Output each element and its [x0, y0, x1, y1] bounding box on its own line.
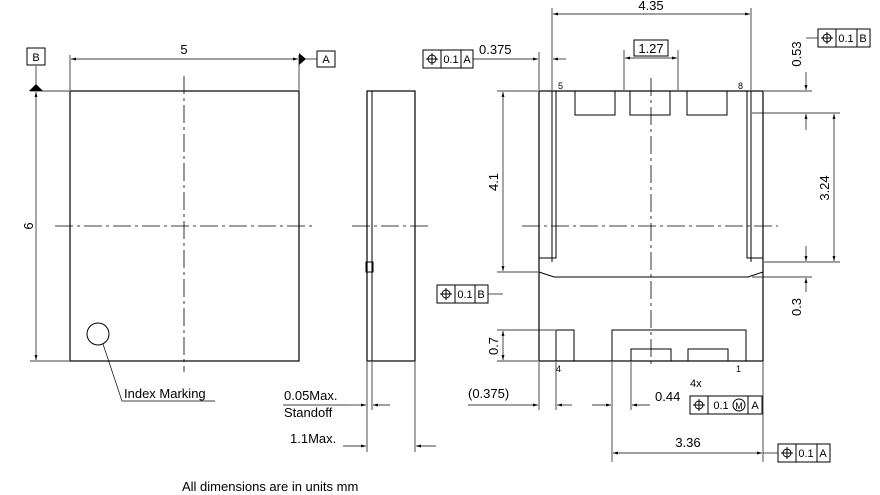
- dim-top-height: 6: [21, 222, 36, 229]
- dim-lead-length: 0.7: [486, 337, 501, 355]
- position-icon: [821, 32, 833, 44]
- datum-b-label: B: [32, 52, 39, 64]
- dim-standoff-label: Standoff: [284, 405, 333, 420]
- index-marking-leader: [102, 343, 123, 402]
- fcf-frame: [817, 28, 871, 48]
- dim-bottom-gap: 0.3: [789, 298, 804, 316]
- units-note: All dimensions are in units mm: [182, 479, 358, 494]
- datum-b-triangle: [29, 84, 43, 91]
- dim-standoff: 0.05Max.: [284, 388, 337, 403]
- pin-5: 5: [558, 81, 563, 91]
- dim-pitch: 1.27: [638, 41, 663, 56]
- dim-pad-span: 3.24: [817, 175, 832, 200]
- dim-lead-width: 0.44: [655, 389, 680, 404]
- fcf-bottom: 0.1 A: [777, 443, 831, 463]
- side-view: 0.05Max. Standoff 1.1Max.: [283, 90, 436, 452]
- fcf-datum: A: [751, 400, 759, 412]
- position-icon: [440, 288, 452, 300]
- mmc-modifier-circle: [732, 398, 746, 412]
- fcf-frame: [422, 49, 474, 69]
- dim-outer-span: 3.36: [675, 435, 700, 450]
- pin-8: 8: [738, 81, 743, 91]
- dim-edge-offset: 0.375: [479, 42, 512, 57]
- fcf-datum: A: [819, 448, 827, 460]
- dim-pad-height: 4.1: [486, 173, 501, 191]
- fcf-datum: A: [463, 54, 471, 66]
- fcf-lead: 4x 0.1 M A: [689, 378, 763, 415]
- fcf-frame: [777, 443, 831, 463]
- pad-tab: [629, 90, 671, 116]
- lead-frame-1-3: [611, 329, 747, 362]
- fcf-value: 0.1: [798, 448, 813, 460]
- datum-a-triangle: [299, 53, 306, 65]
- lead-opening: [687, 348, 729, 362]
- fcf-value: 0.1: [443, 54, 458, 66]
- fcf-datum: B: [859, 33, 866, 45]
- datum-a-label: A: [322, 54, 330, 66]
- position-icon: [693, 399, 705, 411]
- index-marking-label: Index Marking: [124, 386, 206, 401]
- dim-top-width: 5: [180, 42, 187, 57]
- fcf-top-left: 0.1 A: [422, 49, 474, 69]
- fcf-mid-left: 0.1 B: [436, 284, 503, 304]
- fcf-value: 0.1: [457, 289, 472, 301]
- position-icon: [781, 447, 793, 459]
- side-view-lead: [365, 261, 374, 273]
- pitch-basic-box: [633, 39, 669, 57]
- fcf-prefix: 4x: [690, 378, 702, 390]
- pin-1: 1: [736, 364, 741, 374]
- bottom-view: 5 8 4 1 4.35 1.27 0.375 0.53 3.24: [468, 0, 840, 462]
- fcf-datum: B: [477, 289, 484, 301]
- index-marking-circle: [86, 322, 110, 346]
- lead-4: [555, 329, 575, 362]
- pad-tab: [686, 90, 728, 116]
- dim-bottom-width: 4.35: [638, 0, 663, 13]
- dim-height: 1.1Max.: [290, 431, 336, 446]
- fcf-top-right: 0.1 B: [817, 28, 871, 48]
- datum-a-box: [316, 50, 336, 68]
- datum-b-box: [26, 47, 46, 66]
- top-view: Index Marking 5 A 6 B: [21, 42, 336, 402]
- fcf-frame: [689, 395, 763, 415]
- pin-4: 4: [556, 364, 561, 374]
- dim-edge-offset-ref: (0.375): [468, 386, 509, 401]
- fcf-value: 0.1: [713, 400, 728, 412]
- fcf-value: 0.1: [838, 33, 853, 45]
- dim-tab-top: 0.53: [789, 41, 804, 66]
- pad-tab: [574, 90, 616, 116]
- position-icon: [426, 53, 438, 65]
- fcf-modifier: M: [735, 401, 743, 411]
